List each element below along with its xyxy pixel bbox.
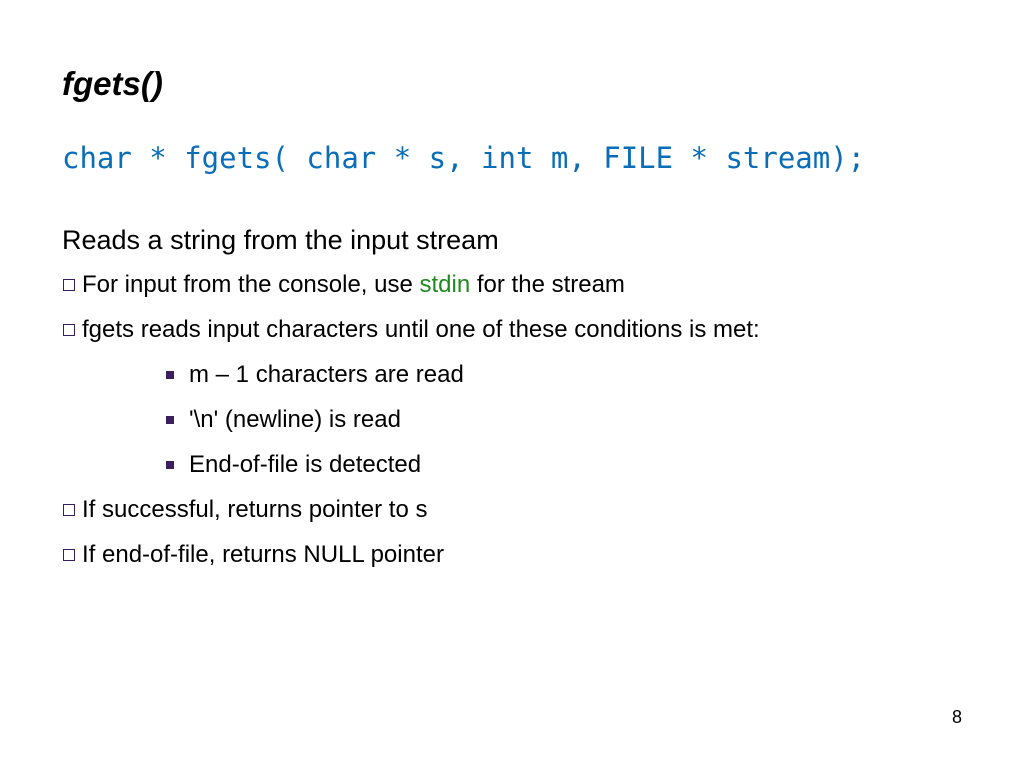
function-signature: char * fgets( char * s, int m, FILE * st… — [62, 141, 866, 175]
lead-text: Reads a string from the input stream — [62, 225, 499, 255]
condition-item: End-of-file is detected — [62, 442, 962, 487]
slide-body: Reads a string from the input stream For… — [62, 220, 962, 577]
bullet-text: If successful, returns pointer to s — [82, 496, 428, 523]
hollow-square-bullet-icon — [63, 548, 75, 561]
hollow-square-bullet-icon — [63, 278, 75, 291]
slide-title: fgets() — [62, 65, 163, 102]
condition-text: End-of-file is detected — [189, 451, 422, 478]
hollow-square-bullet-icon — [63, 323, 75, 336]
bullet-text-post: for the stream — [470, 271, 625, 298]
bullet-text-pre: For input from the console, use — [82, 271, 420, 298]
bullet-stdin: For input from the console, use stdin fo… — [62, 262, 962, 307]
stdin-keyword: stdin — [419, 271, 471, 298]
bullet-conditions: fgets reads input characters until one o… — [62, 307, 962, 352]
bullet-text: If end-of-file, returns NULL pointer — [82, 541, 444, 568]
condition-item: m – 1 characters are read — [62, 352, 962, 397]
bullet-text: fgets reads input characters until one o… — [82, 316, 760, 343]
bullet-success: If successful, returns pointer to s — [62, 487, 962, 532]
filled-square-bullet-icon — [166, 460, 174, 469]
page-number: 8 — [951, 707, 962, 727]
condition-text: '\n' (newline) is read — [189, 406, 401, 433]
hollow-square-bullet-icon — [63, 503, 75, 516]
bullet-eof: If end-of-file, returns NULL pointer — [62, 532, 962, 577]
bullet-text: For input from the console, use stdin fo… — [82, 262, 625, 307]
filled-square-bullet-icon — [166, 415, 174, 424]
condition-item: '\n' (newline) is read — [62, 397, 962, 442]
condition-text: m – 1 characters are read — [189, 361, 464, 388]
filled-square-bullet-icon — [166, 370, 174, 379]
